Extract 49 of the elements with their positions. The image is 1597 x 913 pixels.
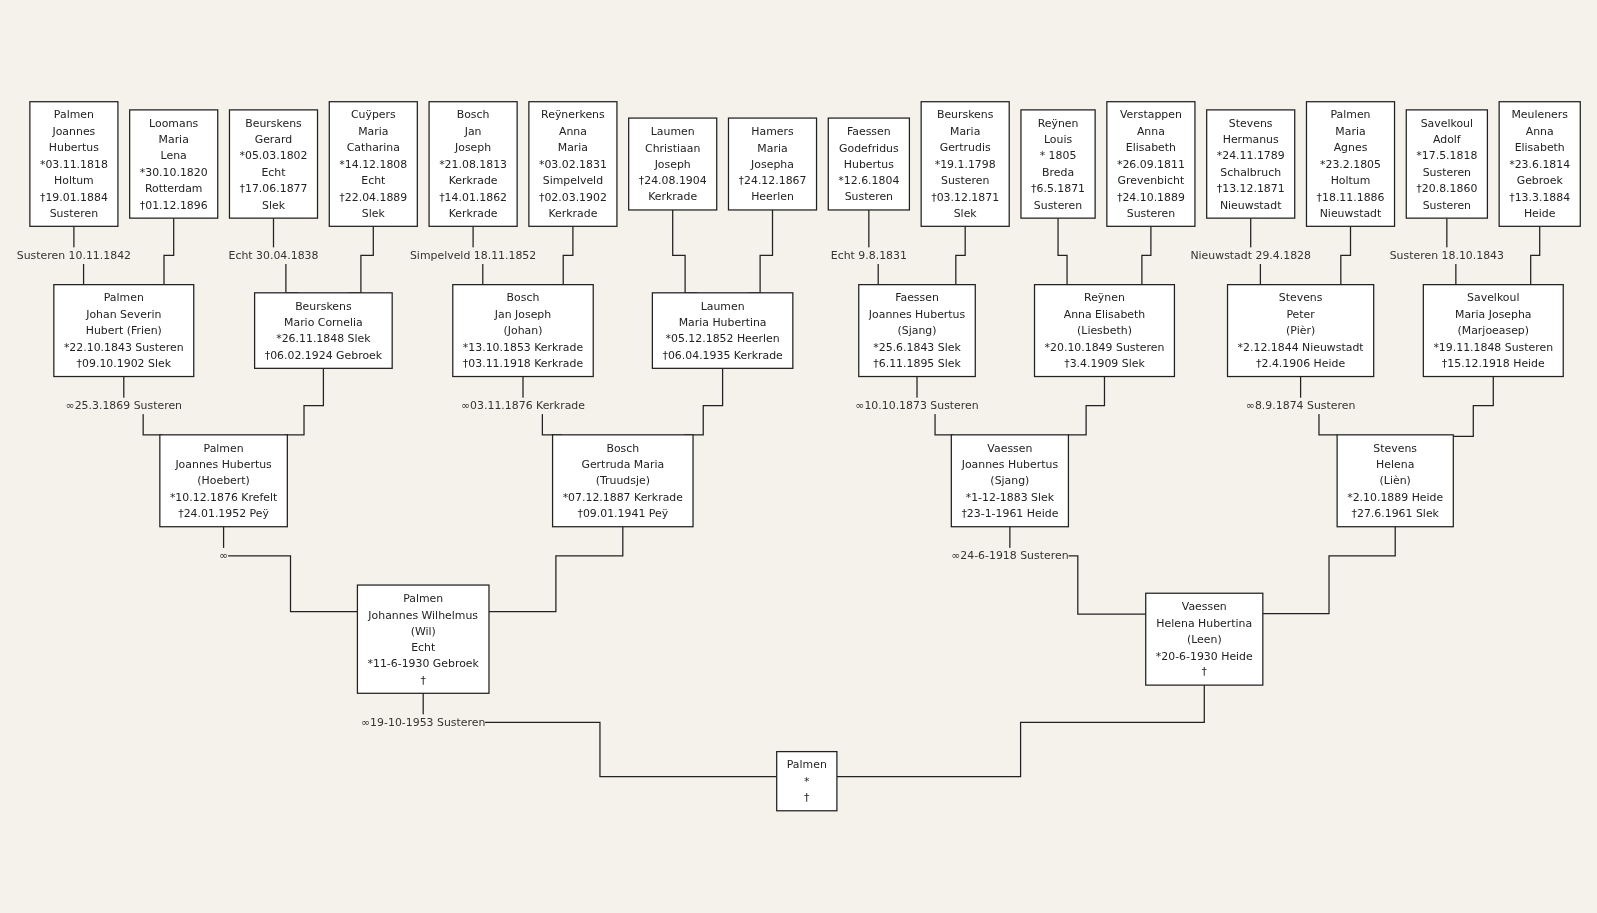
node-box: Bosch Jan Joseph *21.08.1813 Kerkrade †14.01.1862 Kerkrade <box>428 101 518 228</box>
edge-label: ∞19-10-1953 Susteren <box>361 716 486 729</box>
node-box: Hamers Maria Josepha †24.12.1867 Heerlen <box>727 117 818 211</box>
node-box: Palmen Johannes Wilhelmus (Wil) Echt *11-6-1930 Gebroek † <box>356 584 490 695</box>
connector <box>488 526 624 613</box>
node-box: Stevens Peter (Pièr) *2.12.1844 Nieuwstadt †2.4.1906 Heide <box>1226 284 1375 378</box>
node-box: Verstappen Anna Elisabeth *26.09.1811 Grevenbicht †24.10.1889 Susteren <box>1106 101 1196 228</box>
node-box: Meuleners Anna Elisabeth *23.6.1814 Gebroek †13.3.1884 Heide <box>1498 101 1581 228</box>
node-box: Palmen Joannes Hubertus *03.11.1818 Holtum †19.01.1884 Susteren <box>29 101 119 228</box>
edge-label: Echt 9.8.1831 <box>830 249 907 262</box>
node-box: Stevens Hermanus *24.11.1789 Schalbruch †13.12.1871 Nieuwstadt <box>1206 109 1296 219</box>
node-box: Palmen Joannes Hubertus (Hoebert) *10.12.1876 Krefelt †24.01.1952 Peÿ <box>159 434 288 528</box>
edge-label: Susteren 10.11.1842 <box>16 249 132 262</box>
node-box: Laumen Maria Hubertina *05.12.1852 Heerlen †06.04.1935 Kerkrade <box>651 292 794 370</box>
node-box: Vaessen Helena Hubertina (Leen) *20-6-1930 Heide † <box>1145 592 1264 686</box>
node-box: Reÿnen Louis * 1805 Breda †6.5.1871 Susteren <box>1020 109 1096 219</box>
node-box: Laumen Christiaan Joseph †24.08.1904 Kerkrade <box>628 117 718 211</box>
edge-label: Susteren 18.10.1843 <box>1389 249 1504 262</box>
node-box: Palmen Maria Agnes *23.2.1805 Holtum †18.11.1886 Nieuwstadt <box>1305 101 1396 228</box>
node-box: Faessen Joannes Hubertus (Sjang) *25.6.1843 Slek †6.11.1895 Slek <box>858 284 976 378</box>
edge-label: ∞24-6-1918 Susteren <box>951 549 1069 563</box>
edge-label: Simpelveld 18.11.1852 <box>409 249 537 262</box>
edge-label: ∞03.11.1876 Kerkrade <box>461 399 585 413</box>
node-box: Reÿnerkens Anna Maria *03.02.1831 Simpelveld †02.03.1902 Kerkrade <box>528 101 618 228</box>
node-box: Loomans Maria Lena *30.10.1820 Rotterdam †01.12.1896 <box>129 109 219 219</box>
edge-label: ∞10.10.1873 Susteren <box>855 399 979 413</box>
node-box: Faessen Godefridus Hubertus *12.6.1804 Susteren <box>827 117 911 211</box>
node-box: Palmen * † <box>776 751 838 812</box>
node-box: Beurskens Mario Cornelia *26.11.1848 Slek †06.02.1924 Gebroek <box>254 292 393 370</box>
connector <box>1452 376 1494 438</box>
node-box: Savelkoul Maria Josepha (Marjoeasep) *19.11.1848 Susteren †15.12.1918 Heide <box>1422 284 1564 378</box>
node-box: Reÿnen Anna Elisabeth (Liesbeth) *20.10.1849 Susteren †3.4.1909 Slek <box>1033 284 1176 378</box>
connector <box>836 684 1205 778</box>
edge-label: Nieuwstadt 29.4.1828 <box>1190 249 1311 262</box>
edge-label: ∞8.9.1874 Susteren <box>1245 399 1356 413</box>
node-box: Savelkoul Adolf *17.5.1818 Susteren †20.8.1860 Susteren <box>1405 109 1489 219</box>
node-box: Cuÿpers Maria Catharina *14.12.1808 Echt †22.04.1889 Slek <box>328 101 418 228</box>
node-box: Vaessen Joannes Hubertus (Sjang) *1-12-1883 Slek †23-1-1961 Heide <box>950 434 1070 528</box>
node-box: Bosch Jan Joseph (Johan) *13.10.1853 Kerkrade †03.11.1918 Kerkrade <box>452 284 594 378</box>
connector <box>1262 526 1396 615</box>
node-box: Stevens Helena (Lièn) *2.10.1889 Heide †27.6.1961 Slek <box>1336 434 1454 528</box>
connector <box>1067 376 1106 436</box>
node-box: Palmen Johan Severin Hubert (Frien) *22.10.1843 Susteren †09.10.1902 Slek <box>53 284 195 378</box>
edge-label: ∞ <box>219 549 229 563</box>
edge-label: Echt 30.04.1838 <box>228 249 319 262</box>
node-box: Bosch Gertruda Maria (Truudsje) *07.12.1887 Kerkrade †09.01.1941 Peÿ <box>551 434 694 528</box>
node-box: Beurskens Gerard *05.03.1802 Echt †17.06.1877 Slek <box>228 109 319 219</box>
edge-label: ∞25.3.1869 Susteren <box>65 399 183 413</box>
node-box: Beurskens Maria Gertrudis *19.1.1798 Susteren †03.12.1871 Slek <box>920 101 1010 228</box>
